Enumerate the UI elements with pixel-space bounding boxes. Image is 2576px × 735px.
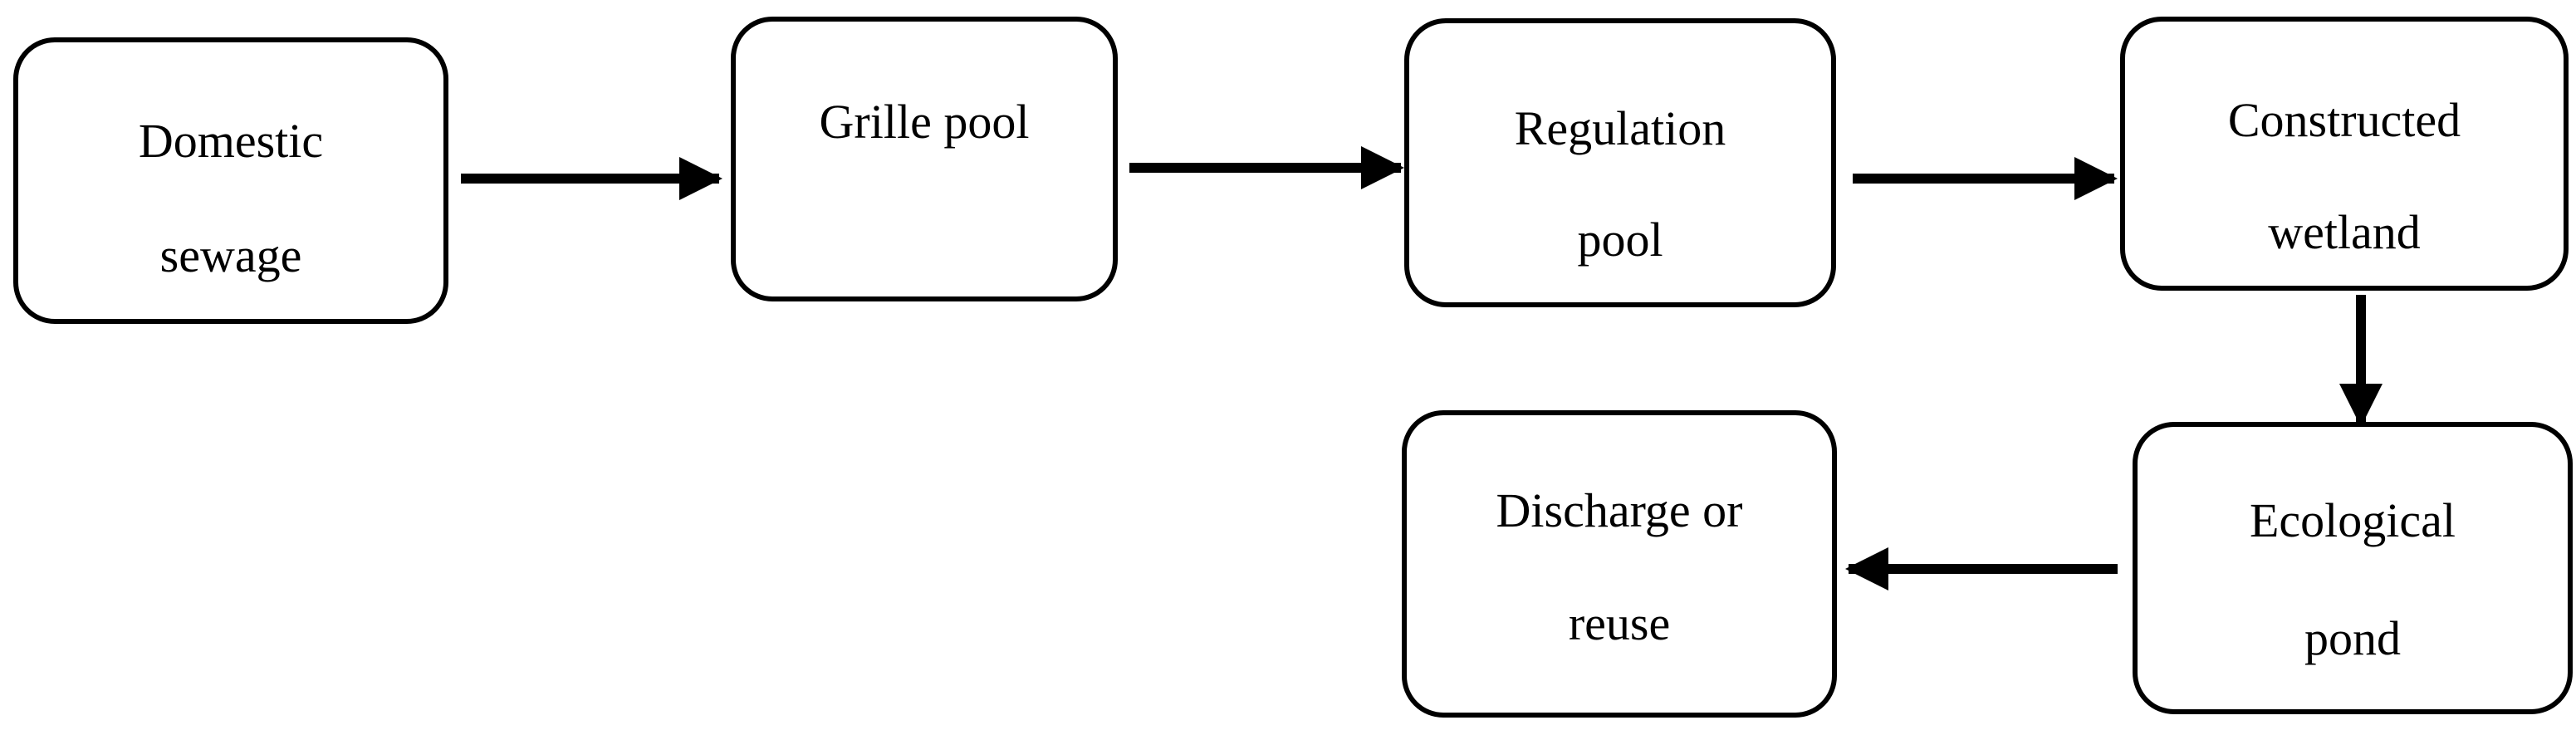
node-domestic-sewage: Domestic sewage (13, 37, 448, 324)
node-constructed-wetland-line-2: wetland (2268, 205, 2421, 259)
node-ecological-pond-line-1: Ecological (2249, 493, 2456, 547)
node-regulation-pool: Regulation pool (1404, 18, 1836, 307)
node-domestic-sewage-line-1: Domestic (138, 114, 324, 168)
node-constructed-wetland: Constructed wetland (2120, 17, 2569, 291)
node-discharge-or-reuse-line-1: Discharge or (1496, 483, 1743, 537)
node-domestic-sewage-line-2: sewage (159, 228, 302, 282)
node-grille-pool: Grille pool (731, 17, 1118, 301)
node-discharge-or-reuse-line-2: reuse (1568, 596, 1671, 650)
node-discharge-or-reuse: Discharge or reuse (1402, 410, 1837, 718)
node-ecological-pond: Ecological pond (2133, 422, 2573, 714)
node-regulation-pool-line-2: pool (1577, 213, 1663, 267)
node-constructed-wetland-line-1: Constructed (2227, 93, 2461, 147)
node-ecological-pond-line-2: pond (2304, 611, 2401, 665)
node-regulation-pool-line-1: Regulation (1514, 101, 1726, 155)
node-grille-pool-line-1: Grille pool (819, 95, 1030, 149)
